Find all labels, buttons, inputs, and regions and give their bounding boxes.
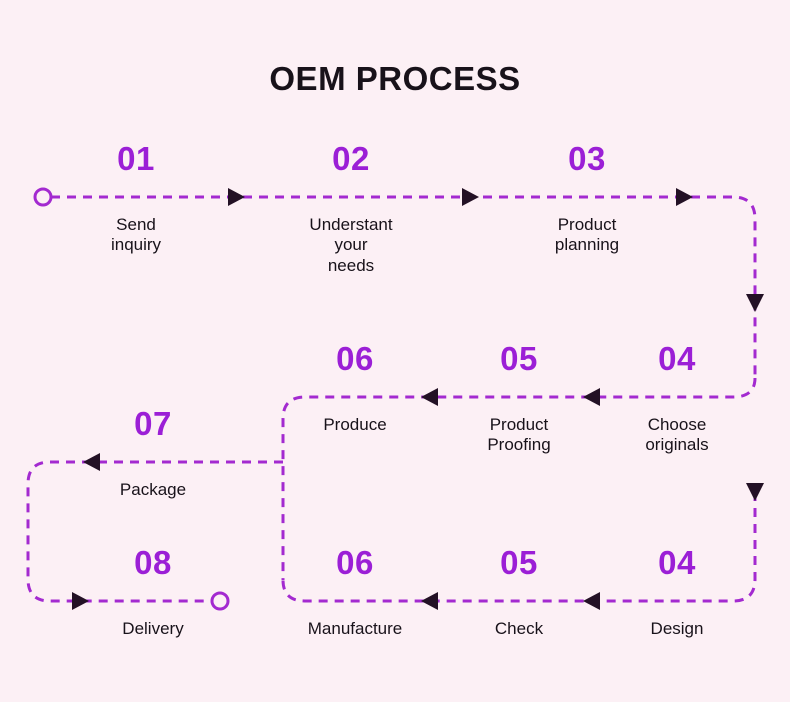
arrowhead-down-1	[746, 294, 764, 312]
arrowhead-right-3	[676, 188, 693, 206]
arrowhead-right-4	[72, 592, 89, 610]
start-circle-marker	[33, 187, 53, 207]
step-03-label: Product planning	[554, 215, 620, 255]
arrowhead-right-1	[228, 188, 245, 206]
step-07-number: 07	[134, 405, 172, 442]
step-09-label: Manufacture	[307, 619, 403, 638]
step-10-label: Check	[494, 619, 544, 638]
step-02-label: Understant your needs	[309, 215, 393, 275]
page-title: OEM PROCESS	[269, 60, 521, 97]
step-01-number: 01	[117, 140, 155, 177]
arrowhead-left-4	[583, 592, 600, 610]
step-10-number: 05	[500, 544, 538, 581]
step-06-number: 06	[336, 340, 374, 377]
connector-row2	[281, 377, 757, 580]
step-01-label: Send inquiry	[110, 215, 162, 255]
arrowhead-right-2	[462, 188, 479, 206]
arrowhead-down-2	[746, 483, 764, 501]
arrowhead-left-1	[583, 388, 600, 406]
step-11-label: Design	[650, 619, 704, 638]
step-06-label: Produce	[323, 415, 387, 434]
step-05-label: Product Proofing	[487, 415, 551, 455]
step-02-number: 02	[332, 140, 370, 177]
step-08-label: Delivery	[122, 619, 184, 638]
step-07-label: Package	[119, 480, 187, 499]
step-04-label: Choose originals	[645, 415, 709, 455]
arrowhead-left-2	[421, 388, 438, 406]
step-03-number: 03	[568, 140, 606, 177]
step-11-number: 04	[658, 544, 696, 581]
arrowhead-left-5	[421, 592, 438, 610]
end-circle-marker	[210, 591, 230, 611]
step-08-number: 08	[134, 544, 172, 581]
step-05-number: 05	[500, 340, 538, 377]
step-04-number: 04	[658, 340, 696, 377]
arrowhead-left-3	[83, 453, 100, 471]
step-09-number: 06	[336, 544, 374, 581]
connector-row3	[26, 460, 283, 603]
